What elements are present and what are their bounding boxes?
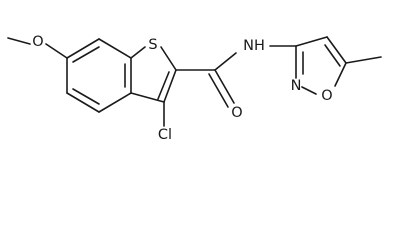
bond-benzene-double-c (72, 46, 100, 63)
bond-carbonyl-o-double (208, 73, 229, 108)
bond-thiophene-c3-c3a (130, 92, 165, 103)
bond-c4-c5-double (324, 44, 341, 67)
bond-benzene-5 (98, 38, 132, 59)
atom-label-chlorine: Cl (158, 127, 172, 143)
bond-c5-o (334, 62, 347, 87)
bond-c4-c5 (326, 36, 347, 64)
atom-label-sulfur: S (148, 37, 157, 53)
bond-c5-methyl (345, 56, 382, 64)
atom-label-amide-nitrogen: NH (243, 38, 265, 54)
bond-benzene-6 (66, 38, 100, 59)
bond-thiophene-c2-c3-double (157, 71, 170, 100)
bond-o-n (301, 86, 317, 95)
bond-carbonyl-nh (214, 52, 237, 71)
bond-benzene-3 (98, 92, 132, 113)
bond-c3-c4 (295, 36, 328, 47)
structure-drawing: O S Cl O NH N O (7, 34, 382, 143)
bond-thiophene-c2-c3 (163, 69, 177, 103)
bond-o-aryl (45, 43, 68, 59)
atom-label-amide-oxygen: O (231, 105, 242, 121)
atom-label-isoxazole-nitrogen: N (291, 78, 302, 94)
bond-thiophene-s-c2 (160, 46, 177, 71)
bond-benzene-2 (66, 92, 100, 113)
bond-methyl-o (7, 37, 31, 45)
atom-label-isoxazole-oxygen: O (321, 88, 332, 104)
bond-benzene-double-a (72, 88, 100, 105)
bond-thiophene-c7a-s (130, 46, 146, 59)
bond-carbonyl-o (214, 69, 235, 104)
atom-label-methoxy-oxygen: O (32, 34, 43, 50)
molecule-diagram: O S Cl O NH N O (7, 34, 382, 143)
